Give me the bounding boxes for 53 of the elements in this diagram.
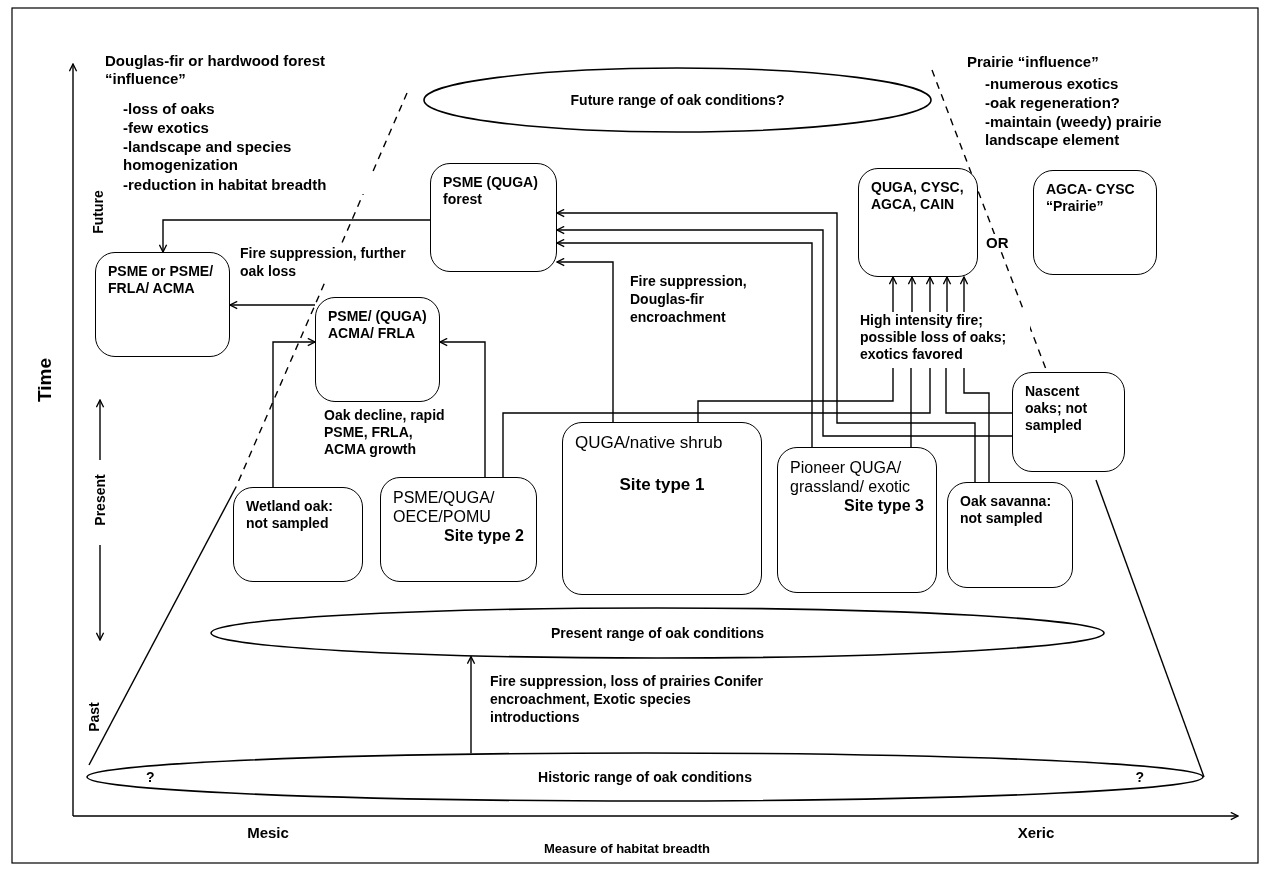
box-label: QUGA/native shrub [575, 433, 724, 453]
connector-line [945, 367, 1013, 414]
rounded-box [777, 447, 937, 593]
box-label: Pioneer QUGA/ grassland/ exotic [790, 458, 912, 496]
arrow [942, 276, 952, 313]
connector-line [697, 367, 894, 423]
box-label: Nascent oaks; not sampled [1025, 383, 1089, 434]
arrow [556, 238, 813, 448]
ellipse-label: Present range of oak conditions [550, 625, 765, 641]
ellipse-label: Future range of oak conditions? [570, 92, 785, 108]
arrow [907, 276, 917, 313]
box-label: Site type 1 [618, 475, 706, 495]
arrow [556, 208, 976, 483]
rounded-box [430, 163, 557, 272]
box-label: Wetland oak: not sampled [246, 498, 334, 532]
ellipse-label: ? [146, 769, 155, 785]
box-label: AGCA- CYSC “Prairie” [1046, 181, 1136, 215]
rounded-box [858, 168, 978, 277]
rounded-box [380, 477, 537, 582]
box-label: QUGA, CYSC, AGCA, CAIN [871, 179, 965, 213]
arrow [466, 655, 476, 754]
rounded-box [315, 297, 440, 402]
connector-line [910, 367, 912, 448]
ellipse-label: Historic range of oak conditions [538, 769, 752, 785]
connector-line [963, 367, 990, 483]
arrow [158, 219, 431, 253]
arrow [229, 300, 316, 310]
arrow [888, 276, 898, 313]
range-ellipse [86, 752, 1204, 802]
ellipse-label: ? [1135, 769, 1144, 785]
rounded-box [233, 487, 363, 582]
arrow [556, 225, 1013, 437]
range-ellipse [210, 607, 1105, 659]
box-label: Site type 2 [442, 526, 524, 545]
rounded-box [1012, 372, 1125, 472]
rounded-box [1033, 170, 1157, 275]
box-label: Oak savanna: not sampled [960, 493, 1053, 527]
box-label: PSME (QUGA) forest [443, 174, 539, 208]
arrow [959, 276, 969, 313]
box-label: PSME/ (QUGA) ACMA/ FRLA [328, 308, 427, 342]
rounded-box [947, 482, 1073, 588]
rounded-box [562, 422, 762, 595]
note-text: Time [36, 358, 54, 402]
box-label: PSME/QUGA/ OECE/POMU [393, 488, 496, 526]
rounded-box [95, 252, 230, 357]
range-ellipse [423, 67, 932, 133]
box-label: Site type 3 [842, 496, 924, 515]
edge-label: Fire suppression, Douglas-fir encroachment [630, 272, 748, 326]
arrow [439, 337, 486, 478]
arrow [925, 276, 935, 313]
arrow [556, 257, 614, 423]
arrow [272, 337, 316, 488]
box-label: PSME or PSME/ FRLA/ ACMA [108, 263, 215, 297]
